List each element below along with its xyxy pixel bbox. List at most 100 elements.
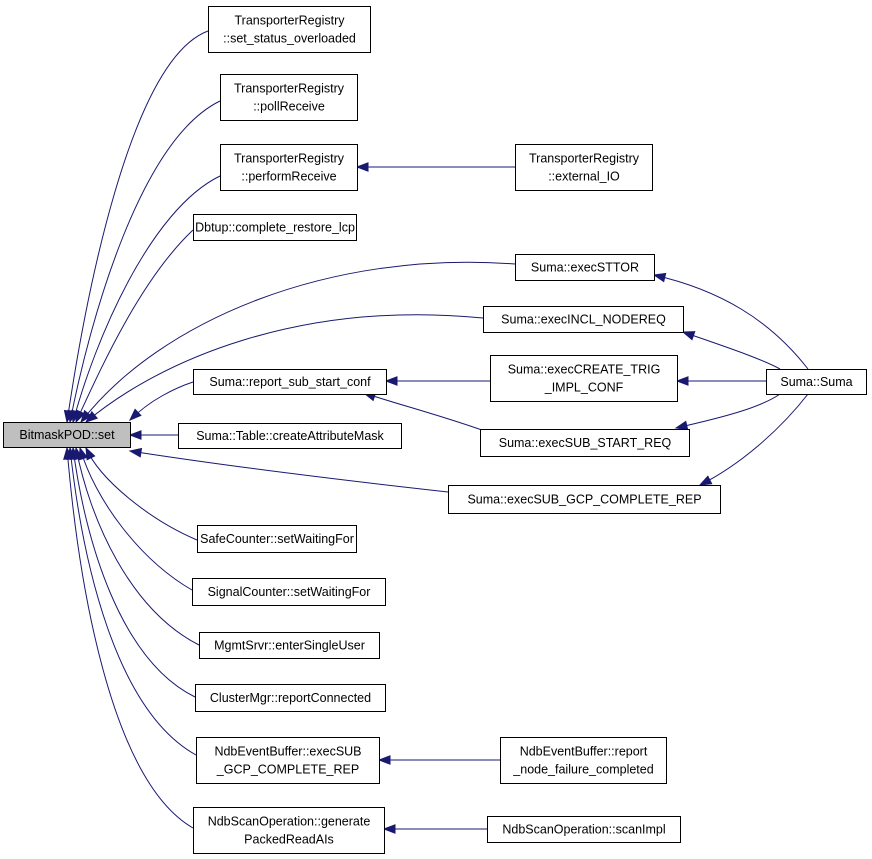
node-label: Suma::execSUB_START_REQ — [499, 436, 672, 450]
edge-suma_gcp-to-root — [129, 450, 449, 493]
node-label: NdbEventBuffer::execSUB — [214, 745, 361, 759]
arrowhead-suma_suma-to-suma_create_trig — [675, 376, 689, 386]
node-suma-create-trig[interactable]: Suma::execCREATE_TRIG_IMPL_CONF — [490, 355, 678, 402]
arrowhead-ndbscan_impl-to-ndbscan_gen — [382, 824, 396, 834]
node-signalcounter[interactable]: SignalCounter::setWaitingFor — [192, 578, 386, 606]
node-label: NdbScanOperation::scanImpl — [502, 823, 665, 837]
node-box — [195, 684, 386, 712]
node-box — [3, 422, 131, 448]
node-label: ::external_IO — [548, 170, 620, 184]
node-box — [208, 6, 371, 53]
node-tr-pollreceive[interactable]: TransporterRegistry::pollReceive — [220, 74, 358, 121]
node-dbtup[interactable]: Dbtup::complete_restore_lcp — [193, 214, 357, 241]
node-label: ::set_status_overloaded — [223, 32, 356, 46]
node-box — [515, 144, 653, 191]
node-tr-performreceive[interactable]: TransporterRegistry::performReceive — [220, 144, 358, 191]
node-label: Suma::Suma — [780, 375, 852, 389]
node-suma-execincl[interactable]: Suma::execINCL_NODEREQ — [483, 306, 684, 333]
arrowhead-suma_suma-to-suma_gcp — [698, 475, 713, 486]
node-box — [766, 369, 867, 395]
node-box — [196, 737, 380, 784]
node-label: Suma::execINCL_NODEREQ — [501, 313, 666, 327]
arrowhead-suma_suma-to-suma_execincl — [681, 331, 696, 341]
node-label: ::performReceive — [241, 170, 336, 184]
arrowhead-suma_execsttor-to-root — [80, 409, 93, 424]
node-label: SignalCounter::setWaitingFor — [208, 585, 371, 599]
node-label: Suma::Table::createAttributeMask — [196, 429, 384, 443]
edge-suma_suma-to-suma_gcp — [699, 393, 809, 486]
node-box — [500, 737, 667, 784]
node-box — [199, 632, 380, 659]
edge-suma_suma-to-suma_execincl — [682, 331, 781, 370]
node-label: ::pollReceive — [253, 100, 325, 114]
node-box — [448, 485, 721, 514]
node-label: SafeCounter::setWaitingFor — [200, 532, 354, 546]
node-suma-suma[interactable]: Suma::Suma — [766, 369, 867, 395]
edge-ndbscan_gen-to-root — [66, 447, 194, 829]
arrowhead-safecounter-to-root — [85, 446, 96, 461]
node-suma-report[interactable]: Suma::report_sub_start_conf — [193, 369, 387, 395]
arrowhead-suma_execincl-to-root — [84, 410, 99, 423]
node-root[interactable]: BitmaskPOD::set — [3, 422, 131, 448]
arrowhead-ndbscan_gen-to-root — [63, 446, 73, 460]
node-box — [220, 74, 358, 121]
node-ndbscan-impl[interactable]: NdbScanOperation::scanImpl — [487, 816, 681, 843]
node-ndbevent-report[interactable]: NdbEventBuffer::report_node_failure_comp… — [500, 737, 667, 784]
arrowhead-suma_gcp-to-root — [128, 447, 143, 458]
edge-dbtup-to-root — [75, 229, 194, 423]
node-box — [490, 355, 678, 402]
node-label: TransporterRegistry — [235, 14, 346, 28]
edge-safecounter-to-root — [85, 447, 198, 541]
node-box — [197, 525, 357, 553]
node-label: PackedReadAIs — [244, 833, 334, 847]
node-ndbevent-exec[interactable]: NdbEventBuffer::execSUB_GCP_COMPLETE_REP — [196, 737, 380, 784]
node-tr-overloaded[interactable]: TransporterRegistry::set_status_overload… — [208, 6, 371, 53]
edge-suma_suma-to-suma_execsttor — [653, 274, 809, 370]
edge-mgmtsrvr-to-root — [75, 447, 200, 646]
arrowhead-tr_external_io-to-tr_performreceive — [355, 162, 369, 172]
edge-suma_execsttor-to-root — [80, 261, 516, 423]
node-box — [193, 214, 357, 241]
node-box — [192, 578, 386, 606]
edge-ndbevent_exec-to-root — [69, 447, 197, 756]
node-label: NdbEventBuffer::report — [520, 745, 648, 759]
arrowhead-suma_report-to-root — [128, 408, 142, 421]
node-label: _GCP_COMPLETE_REP — [216, 763, 359, 777]
nodes: BitmaskPOD::set TransporterRegistry::set_… — [3, 6, 867, 854]
node-safecounter[interactable]: SafeCounter::setWaitingFor — [197, 525, 357, 553]
node-label: Suma::execSTTOR — [531, 261, 639, 275]
node-suma-sub-start[interactable]: Suma::execSUB_START_REQ — [480, 429, 690, 457]
node-box — [483, 306, 684, 333]
node-label: Suma::execSUB_GCP_COMPLETE_REP — [467, 493, 701, 507]
node-label: _node_failure_completed — [512, 763, 653, 777]
node-tr-external-io[interactable]: TransporterRegistry::external_IO — [515, 144, 653, 191]
node-box — [193, 807, 385, 854]
arrowhead-suma_create_trig-to-suma_report — [384, 376, 398, 386]
node-label: NdbScanOperation::generate — [208, 815, 371, 829]
node-box — [220, 144, 358, 191]
node-suma-table[interactable]: Suma::Table::createAttributeMask — [178, 423, 402, 449]
arrowhead-suma_table-to-root — [128, 430, 142, 440]
node-box — [487, 816, 681, 843]
node-box — [178, 423, 402, 449]
node-suma-execsttor[interactable]: Suma::execSTTOR — [515, 254, 655, 281]
edge-tr_overloaded-to-root — [66, 30, 209, 423]
arrowhead-dbtup-to-root — [75, 409, 86, 424]
node-box — [480, 429, 690, 457]
edge-suma_execincl-to-root — [85, 314, 484, 423]
node-label: Dbtup::complete_restore_lcp — [195, 221, 355, 235]
node-label: ClusterMgr::reportConnected — [210, 691, 371, 705]
node-label: BitmaskPOD::set — [19, 428, 115, 442]
node-label: TransporterRegistry — [234, 152, 345, 166]
arrowhead-suma_suma-to-suma_sub_start — [674, 420, 689, 431]
node-label: _IMPL_CONF — [544, 381, 624, 395]
edges — [63, 30, 809, 834]
node-suma-gcp[interactable]: Suma::execSUB_GCP_COMPLETE_REP — [448, 485, 721, 514]
edge-tr_performreceive-to-root — [72, 175, 221, 423]
arrowhead-suma_suma-to-suma_execsttor — [652, 272, 667, 283]
node-mgmtsrvr[interactable]: MgmtSrvr::enterSingleUser — [199, 632, 380, 659]
node-clustermgr[interactable]: ClusterMgr::reportConnected — [195, 684, 386, 712]
edge-signalcounter-to-root — [79, 447, 193, 591]
